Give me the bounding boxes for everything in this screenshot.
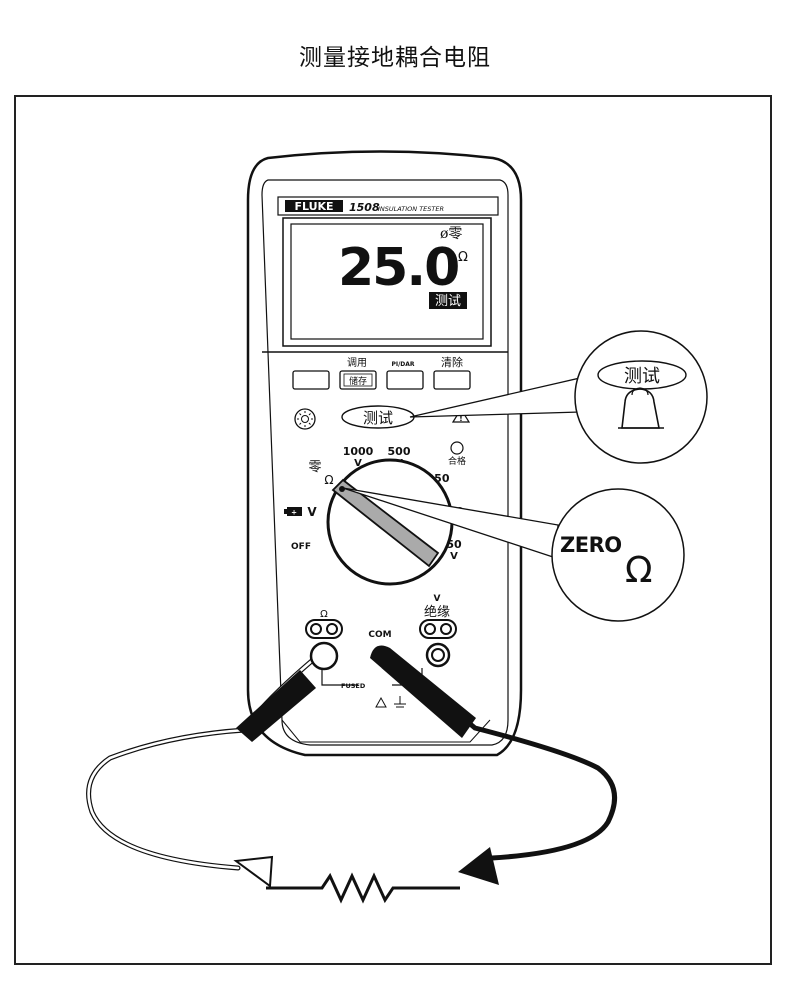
test-lead-black (370, 645, 617, 885)
test-button-label: 测试 (363, 409, 393, 427)
pass-label: 合格 (448, 455, 466, 467)
battery-icon: + (284, 507, 302, 517)
backlight-icon (297, 411, 313, 427)
brand-plate: FLUKE 1508 INSULATION TESTER (277, 196, 499, 216)
test-indicator: 测试 (435, 294, 461, 309)
dial-500: 500 (388, 445, 411, 458)
button-row: 调用 PI/DAR 清除 储存 (292, 355, 471, 390)
dial-1000: 1000 (343, 445, 374, 458)
blank-button[interactable] (292, 370, 330, 390)
model-number: 1508 (349, 201, 380, 214)
ground-icon (394, 696, 406, 708)
lcd-display: ø零 25.0 Ω 测试 (282, 217, 492, 347)
page-title: 测量接地耦合电阻 (299, 45, 491, 71)
pass-led (450, 441, 464, 455)
test-button-callout: 测试 (409, 330, 708, 464)
svg-text:V: V (450, 551, 458, 562)
dial-volt-label: V (307, 505, 317, 519)
svg-text:+: + (291, 509, 297, 517)
dial-ohm-label: Ω (324, 473, 333, 487)
jack-com-label: COM (368, 630, 391, 640)
ohm-jack (305, 619, 343, 639)
finger-press-icon (618, 387, 664, 429)
brand-logo: FLUKE (294, 200, 333, 213)
adjust-label: 调用 (347, 357, 367, 369)
dial-off-label: OFF (291, 542, 311, 552)
callout-test-label: 测试 (624, 366, 660, 387)
callout-zero-label: ZERO (560, 533, 622, 557)
jack-warning-icon (375, 696, 387, 708)
reading-value: 25.0 (338, 238, 458, 298)
clear-label: 清除 (441, 355, 463, 369)
input-jacks: Ω COM V 绝缘 FUSED (305, 594, 457, 708)
dial-zero-label: 零 (308, 460, 321, 475)
reading-unit: Ω (458, 250, 468, 265)
zero-callout: ZERO Ω (342, 487, 685, 622)
jack-ohm-label: Ω (320, 609, 328, 620)
jack-insulation-v-label: V (434, 594, 441, 604)
callout-ohm-symbol: Ω (625, 550, 653, 591)
insulation-jack (419, 619, 457, 668)
resistor-symbol (266, 872, 460, 904)
zero-indicator: ø零 (440, 226, 462, 242)
model-subtitle: INSULATION TESTER (378, 205, 444, 213)
svg-text:!: ! (459, 414, 463, 423)
pi-dar-label: PI/DAR (391, 361, 414, 368)
pi-dar-button[interactable] (386, 370, 424, 390)
test-lead-red (86, 641, 339, 888)
svg-text:V: V (354, 458, 362, 469)
figure-frame (14, 95, 772, 965)
fused-label: FUSED (341, 682, 366, 690)
clear-button[interactable] (433, 370, 471, 390)
store-label: 储存 (349, 375, 367, 387)
knob-pointer (331, 478, 440, 568)
jack-insulation-label: 绝缘 (424, 604, 450, 620)
